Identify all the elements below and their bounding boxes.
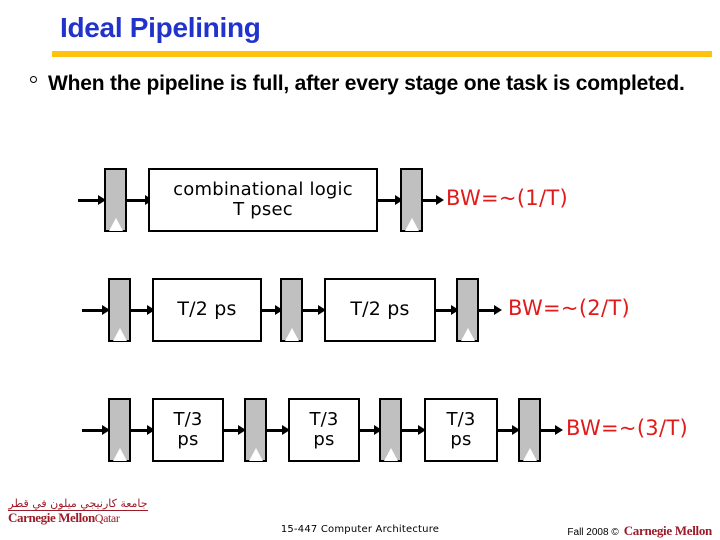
wire-row2-c <box>303 309 320 312</box>
stage-box-t-over-3-second: T/3 ps <box>288 398 360 462</box>
stage-box-t-over-3-third: T/3 ps <box>424 398 498 462</box>
stage-label-line1: T/3 <box>446 408 476 430</box>
pipeline-register <box>108 398 131 462</box>
logo-latin-cmu: Carnegie Mellon <box>8 510 95 525</box>
pipeline-register <box>244 398 267 462</box>
input-wire-row3 <box>82 429 104 432</box>
output-arrowhead-row2 <box>494 305 502 315</box>
stage-box-combinational-logic: combinational logic T psec <box>148 168 378 232</box>
bullet-list: When the pipeline is full, after every s… <box>28 72 688 96</box>
arrowhead-row2-c <box>318 305 326 315</box>
input-arrowhead-row1 <box>98 195 106 205</box>
clock-edge-triangle-icon <box>284 328 299 341</box>
logo-latin-qatar: Qatar <box>94 511 120 525</box>
wire-row1-b <box>378 199 397 202</box>
wire-row3-f <box>498 429 515 432</box>
arrowhead-row3-d <box>374 425 382 435</box>
wire-row3-b <box>224 429 241 432</box>
clock-edge-triangle-icon <box>112 448 127 461</box>
arrowhead-row2-a <box>147 305 155 315</box>
input-arrowhead-row2 <box>102 305 110 315</box>
arrowhead-row2-d <box>451 305 459 315</box>
input-arrowhead-row3 <box>102 425 110 435</box>
pipeline-register <box>108 278 131 342</box>
arrowhead-row3-f <box>512 425 520 435</box>
output-arrowhead-row3 <box>555 425 563 435</box>
logo-arabic-text: جامعة كارنيجي ميلون في قطر <box>8 497 148 511</box>
bullet-item-text: When the pipeline is full, after every s… <box>48 72 685 95</box>
pipeline-register <box>379 398 402 462</box>
stage-label-line2: ps <box>313 429 335 450</box>
clock-edge-triangle-icon <box>460 328 475 341</box>
wire-row2-a <box>131 309 149 312</box>
footer-term-text: Fall 2008 © <box>567 527 619 538</box>
footer-brand: Fall 2008 © Carnegie Mellon <box>567 523 712 539</box>
wire-row1-a <box>127 199 147 202</box>
pipeline-register <box>400 168 423 232</box>
wire-row2-b <box>262 309 278 312</box>
clock-edge-triangle-icon <box>112 328 127 341</box>
clock-edge-triangle-icon <box>404 218 419 231</box>
output-wire-row3 <box>541 429 558 432</box>
arrowhead-row2-b <box>275 305 283 315</box>
clock-edge-triangle-icon <box>108 218 123 231</box>
bandwidth-label-row2: BW=~(2/T) <box>508 296 630 320</box>
stage-label-line2: ps <box>450 429 472 450</box>
stage-box-t-over-2-first: T/2 ps <box>152 278 262 342</box>
carnegie-mellon-qatar-logo: جامعة كارنيجي ميلون في قطر Carnegie Mell… <box>8 498 148 526</box>
page-title: Ideal Pipelining <box>60 12 261 43</box>
wire-row3-d <box>360 429 377 432</box>
wire-row3-c <box>267 429 285 432</box>
stage-label-line1: T/3 <box>173 408 203 430</box>
arrowhead-row3-e <box>418 425 426 435</box>
stage-label-line2: T psec <box>233 199 293 220</box>
input-wire-row1 <box>78 199 100 202</box>
arrowhead-row3-c <box>282 425 290 435</box>
arrowhead-row3-a <box>147 425 155 435</box>
wire-row3-e <box>402 429 421 432</box>
circle-outline-bullet-icon <box>30 76 37 83</box>
stage-label-line1: combinational logic <box>173 178 353 200</box>
arrowhead-row3-b <box>238 425 246 435</box>
title-underline-rule <box>52 51 712 57</box>
carnegie-mellon-wordmark: Carnegie Mellon <box>623 523 713 538</box>
output-wire-row2 <box>479 309 497 312</box>
logo-latin-text: Carnegie MellonQatar <box>8 510 148 526</box>
pipeline-register <box>518 398 541 462</box>
clock-edge-triangle-icon <box>248 448 263 461</box>
output-wire-row1 <box>423 199 439 202</box>
clock-edge-triangle-icon <box>383 448 398 461</box>
pipeline-register <box>104 168 127 232</box>
wire-row2-d <box>436 309 454 312</box>
output-arrowhead-row1 <box>436 195 444 205</box>
stage-box-t-over-3-first: T/3 ps <box>152 398 224 462</box>
stage-label-line2: ps <box>177 429 199 450</box>
stage-box-t-over-2-second: T/2 ps <box>324 278 436 342</box>
arrowhead-row1-b <box>395 195 403 205</box>
input-wire-row2 <box>82 309 104 312</box>
bandwidth-label-row1: BW=~(1/T) <box>446 186 568 210</box>
clock-edge-triangle-icon <box>522 448 537 461</box>
pipeline-register <box>280 278 303 342</box>
stage-label-line1: T/3 <box>309 408 339 430</box>
wire-row3-a <box>131 429 149 432</box>
footer-course-text: 15-447 Computer Architecture <box>280 524 440 535</box>
bandwidth-label-row3: BW=~(3/T) <box>566 416 688 440</box>
pipeline-register <box>456 278 479 342</box>
